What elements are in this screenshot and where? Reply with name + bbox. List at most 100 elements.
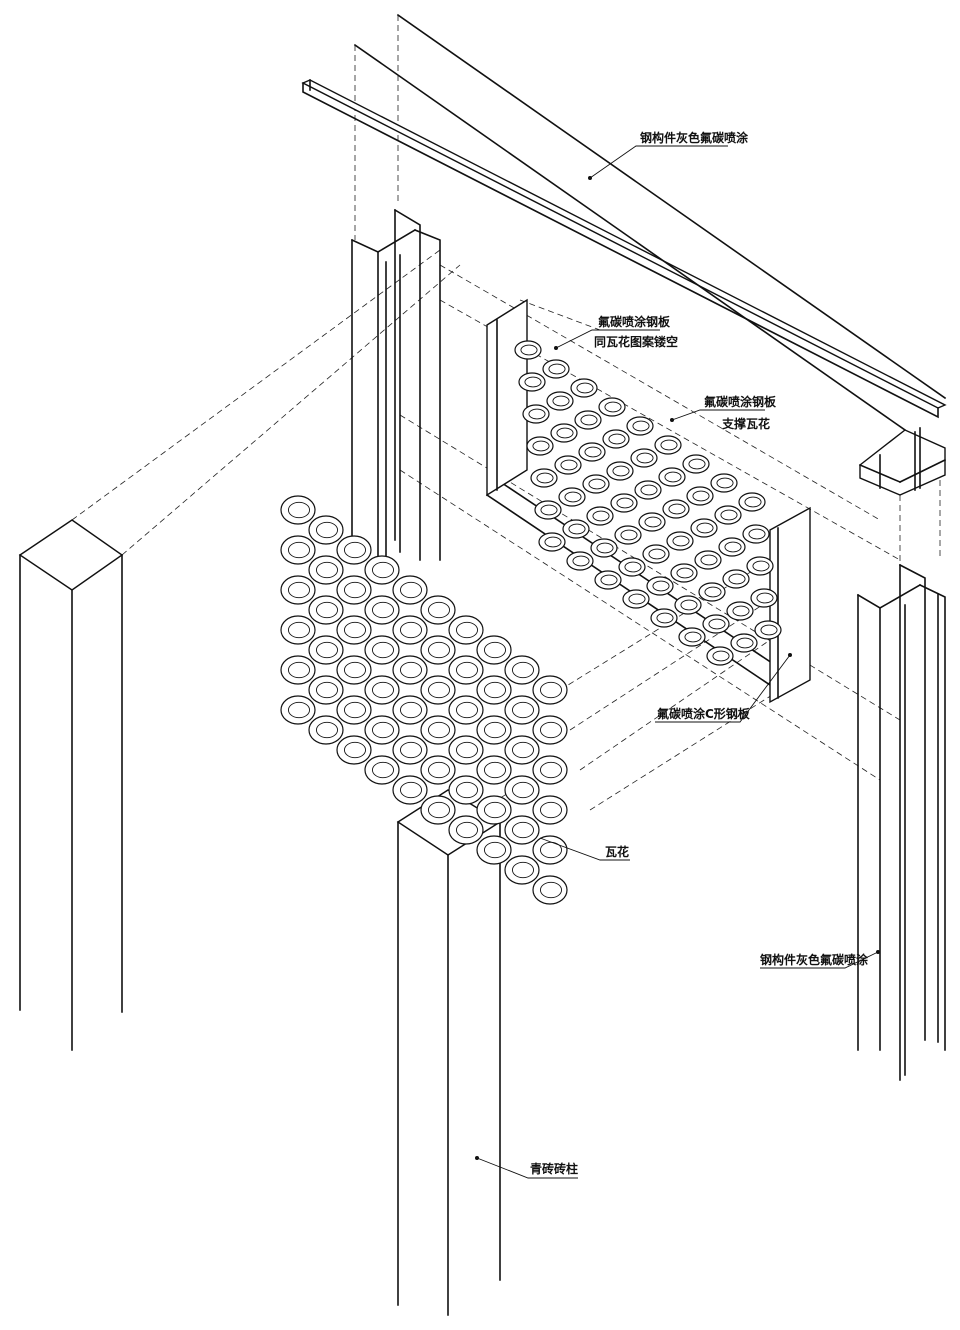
annotation-support-plate: 氟碳喷涂钢板 支撑瓦花	[670, 394, 777, 431]
roof-tile-ring-inner	[288, 621, 310, 639]
support-tile-ring-inner	[712, 650, 730, 662]
support-tile-ring-inner	[568, 523, 586, 535]
right-steel-column	[856, 563, 946, 1081]
roof-tile-ring-inner	[400, 661, 422, 679]
support-tile-ring-inner	[552, 395, 570, 407]
support-tile-ring-inner	[628, 593, 646, 605]
roof-tile-ring-inner	[512, 861, 534, 879]
left-steel-column	[350, 208, 441, 576]
label-top-beam: 钢构件灰色氟碳喷涂	[640, 130, 749, 145]
roof-tile-ring-inner	[372, 641, 394, 659]
support-tile-ring-inner	[632, 420, 650, 432]
support-tile-ring-inner	[556, 427, 574, 439]
roof-tile-ring-inner	[540, 761, 562, 779]
roof-tile-ring-inner	[316, 601, 338, 619]
roof-tile-ring-inner	[316, 681, 338, 699]
support-tile-ring-inner	[720, 509, 738, 521]
roof-tile-ring-inner	[512, 821, 534, 839]
support-tile-ring-inner	[536, 472, 554, 484]
label-perforated-plate-1: 氟碳喷涂钢板	[598, 314, 671, 329]
support-tile-ring-inner	[584, 446, 602, 458]
support-tile-ring-inner	[660, 439, 678, 451]
support-tile-ring-inner	[624, 561, 642, 573]
support-tile-ring-inner	[600, 574, 618, 586]
support-tile-ring-inner	[732, 605, 750, 617]
support-tile-ring-inner	[676, 567, 694, 579]
roof-tile-ring-inner	[484, 841, 506, 859]
roof-tile-ring-inner	[400, 781, 422, 799]
annotation-tile: 瓦花	[539, 837, 630, 861]
roof-tile-ring-inner	[344, 741, 366, 759]
support-tile-ring-inner	[748, 528, 766, 540]
roof-tile-ring-inner	[344, 541, 366, 559]
support-tile-ring-inner	[608, 433, 626, 445]
roof-tile-ring-inner	[344, 621, 366, 639]
roof-tile-ring-inner	[372, 601, 394, 619]
support-tile-ring-inner	[700, 554, 718, 566]
roof-tile-ring-inner	[512, 741, 534, 759]
front-brick-pillar	[396, 789, 502, 1316]
roof-tile-ring-inner	[512, 661, 534, 679]
roof-tile-ring-inner	[288, 661, 310, 679]
roof-tile-ring-inner	[372, 681, 394, 699]
annotation-right-column: 钢构件灰色氟碳喷涂	[760, 950, 880, 969]
roof-tile-ring-inner	[540, 801, 562, 819]
support-tile-ring-inner	[736, 637, 754, 649]
support-tile-ring-inner	[684, 631, 702, 643]
support-tile-ring-inner	[616, 497, 634, 509]
roof-tile-ring-inner	[540, 881, 562, 899]
support-tile-ring-inner	[680, 599, 698, 611]
roof-tile-ring-inner	[428, 801, 450, 819]
roof-tile-ring-inner	[428, 761, 450, 779]
roof-tile-ring-inner	[484, 761, 506, 779]
support-tile-ring-inner	[560, 459, 578, 471]
roof-tile-ring-inner	[288, 501, 310, 519]
support-tile-ring-inner	[696, 522, 714, 534]
roof-tile-ring-inner	[316, 721, 338, 739]
support-tile-ring-inner	[724, 541, 742, 553]
annotation-perforated-plate: 氟碳喷涂钢板 同瓦花图案镂空	[554, 314, 678, 350]
roof-tile-ring-inner	[316, 521, 338, 539]
annotation-c-channel: 氟碳喷涂C形钢板	[655, 653, 792, 723]
roof-tile-ring-inner	[456, 741, 478, 759]
roof-tile-ring-inner	[400, 741, 422, 759]
roof-tile-ring-inner	[344, 661, 366, 679]
support-tile-pattern	[514, 340, 782, 666]
left-brick-pillar	[18, 519, 124, 1051]
roof-tile-ring-inner	[288, 701, 310, 719]
support-tile-ring-inner	[756, 592, 774, 604]
roof-tile-ring-inner	[288, 581, 310, 599]
roof-tile-ring-inner	[456, 781, 478, 799]
roof-tile-ring-inner	[428, 721, 450, 739]
roof-tile-ring-inner	[344, 581, 366, 599]
support-tile-ring-inner	[532, 440, 550, 452]
support-tile-ring-inner	[612, 465, 630, 477]
support-tile-ring-inner	[656, 612, 674, 624]
roof-tile-ring-inner	[484, 801, 506, 819]
annotation-top-beam: 钢构件灰色氟碳喷涂	[588, 130, 749, 180]
support-tile-ring-inner	[744, 496, 762, 508]
support-tile-ring-inner	[588, 478, 606, 490]
support-tile-ring-inner	[528, 408, 546, 420]
roof-tile-ring-inner	[428, 681, 450, 699]
support-tile-ring-inner	[604, 401, 622, 413]
roof-tile-ring-inner	[512, 781, 534, 799]
roof-tile-ring-inner	[316, 641, 338, 659]
support-tile-ring-inner	[540, 504, 558, 516]
support-tile-ring-inner	[664, 471, 682, 483]
support-tile-ring-inner	[644, 516, 662, 528]
support-tile-ring-inner	[668, 503, 686, 515]
annotation-brick-pillar: 青砖砖柱	[475, 1156, 578, 1179]
roof-tile-ring-inner	[400, 621, 422, 639]
roof-tile-ring-inner	[288, 541, 310, 559]
support-tile-ring-inner	[692, 490, 710, 502]
support-tile-ring-inner	[544, 536, 562, 548]
projection-lines	[71, 15, 941, 831]
roof-tile-ring-inner	[456, 621, 478, 639]
roof-tile-ring-inner	[372, 761, 394, 779]
support-tile-ring-inner	[576, 382, 594, 394]
roof-tile-ring-inner	[456, 701, 478, 719]
label-support-plate-1: 氟碳喷涂钢板	[704, 394, 777, 409]
support-tile-ring-inner	[564, 491, 582, 503]
